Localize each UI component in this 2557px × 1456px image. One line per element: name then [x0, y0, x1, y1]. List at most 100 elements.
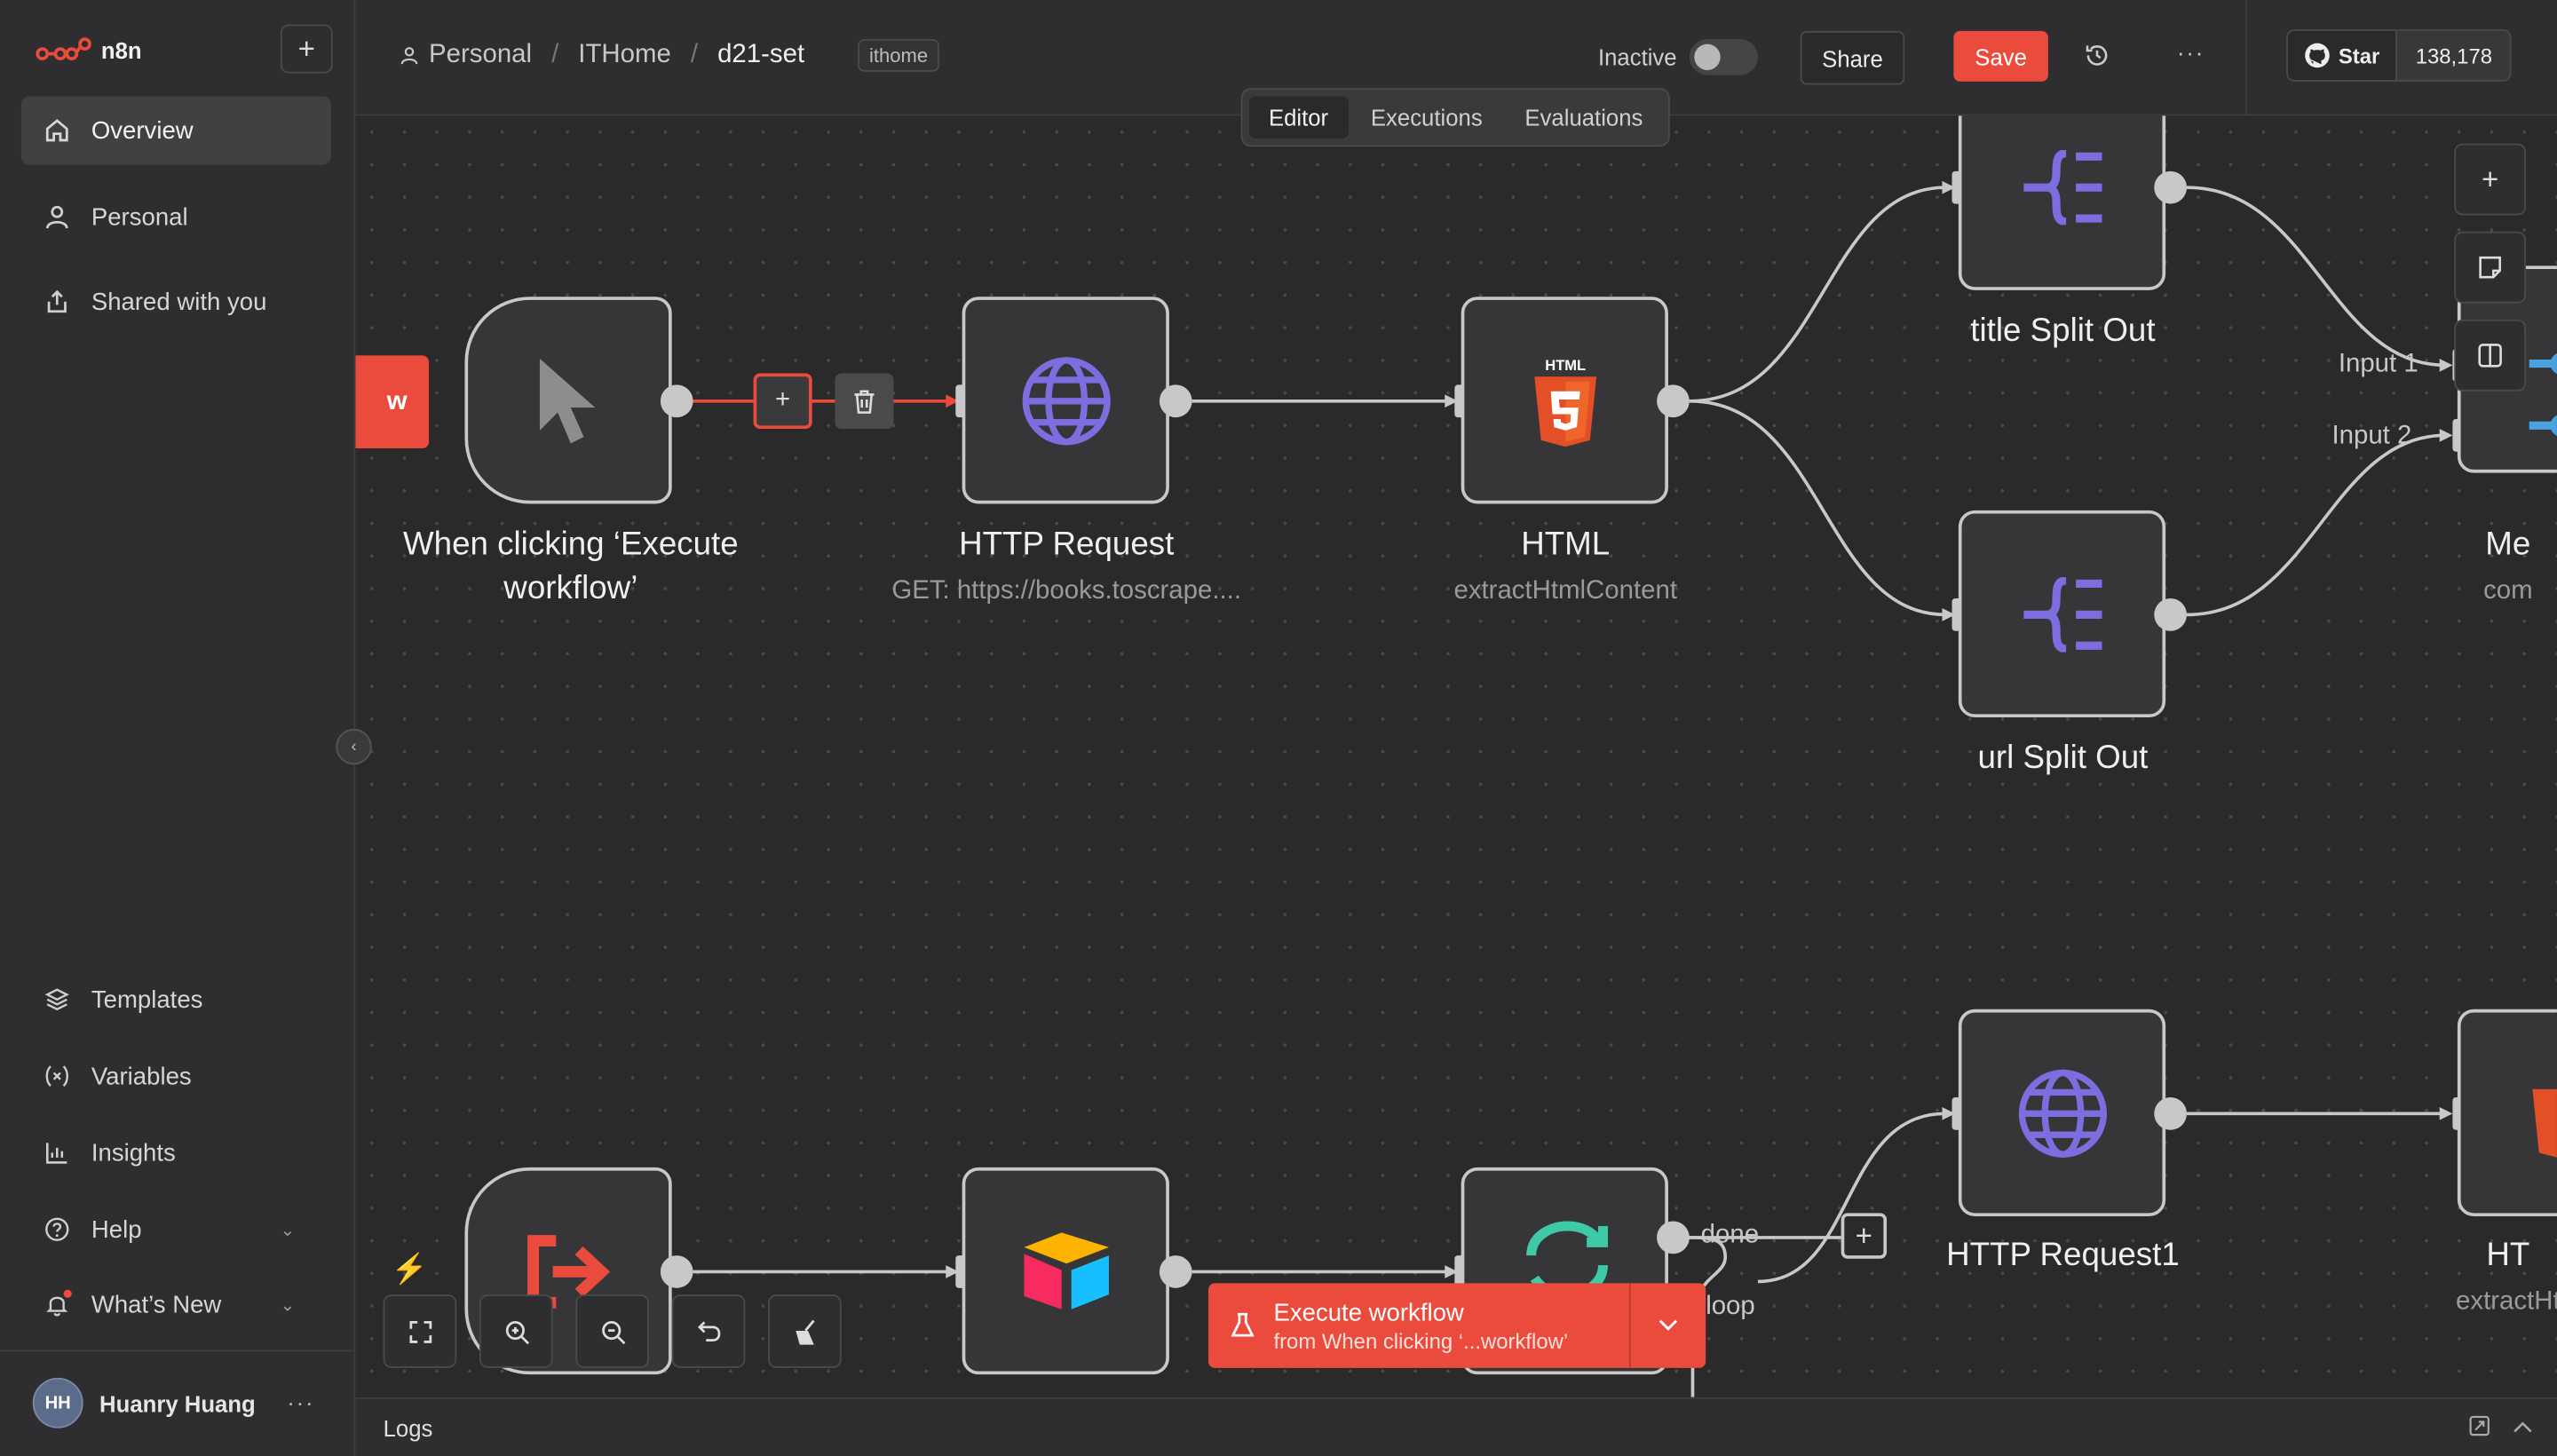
user-name: Huanry Huang	[99, 1389, 256, 1417]
add-node-button[interactable]: +	[2454, 143, 2527, 216]
connection-arrow	[1942, 608, 1956, 621]
output-port[interactable]	[1657, 384, 1690, 418]
output-port[interactable]	[1159, 1255, 1192, 1288]
node-airtable[interactable]	[962, 1167, 1169, 1375]
chevron-down-icon	[1658, 1319, 1678, 1331]
sidebar-item-help[interactable]: Help ⌄	[21, 1195, 331, 1263]
node-title: Me	[2485, 526, 2531, 563]
zoom-in-button[interactable]	[479, 1294, 553, 1368]
output-port[interactable]	[660, 1255, 693, 1288]
loop-loop-label: loop	[1706, 1293, 1755, 1321]
connection-arrow	[946, 394, 959, 408]
n8n-logo[interactable]: n8n	[36, 36, 142, 65]
chevron-up-icon[interactable]	[2513, 1415, 2532, 1441]
sidebar-item-insights[interactable]: Insights	[21, 1119, 331, 1187]
more-options-icon[interactable]: ···	[2176, 39, 2205, 66]
connection-html-urlsplit	[1689, 399, 1946, 617]
node-manual-trigger[interactable]	[464, 297, 672, 504]
node-title: HTML	[1521, 526, 1611, 563]
add-sticky-note-button[interactable]	[2454, 231, 2527, 304]
output-port[interactable]	[2154, 597, 2188, 631]
workflow-tag[interactable]: ithome	[858, 39, 939, 72]
merge-input-1-label: Input 1	[2338, 350, 2418, 379]
node-title-split-out[interactable]	[1958, 115, 2166, 290]
add-node-done-button[interactable]: +	[1841, 1213, 1888, 1259]
active-toggle[interactable]	[1689, 39, 1758, 75]
tidy-up-button[interactable]	[768, 1294, 842, 1368]
node-title: title Split Out	[1970, 313, 2156, 350]
create-button[interactable]: +	[280, 24, 333, 74]
output-port[interactable]	[1159, 384, 1192, 418]
user-menu[interactable]: HH Huanry Huang	[32, 1377, 256, 1428]
execute-workflow-main[interactable]: Execute workflow from When clicking ‘...…	[1208, 1283, 1631, 1368]
history-icon[interactable]	[2084, 43, 2110, 77]
connection-arrow	[1942, 180, 1956, 194]
node-http-request1[interactable]	[1958, 1009, 2166, 1217]
logs-title: Logs	[383, 1415, 433, 1442]
output-port[interactable]	[2154, 1096, 2188, 1130]
execute-options-dropdown[interactable]	[1631, 1319, 1706, 1333]
tab-executions[interactable]: Executions	[1370, 104, 1483, 131]
node-url-split-out[interactable]	[1958, 510, 2166, 718]
save-button[interactable]: Save	[1953, 30, 2048, 82]
execute-tab-partial[interactable]: w	[355, 355, 430, 449]
connection-arrow	[946, 1265, 959, 1278]
breadcrumb-separator: /	[690, 40, 699, 69]
user-more-icon[interactable]: ···	[287, 1389, 315, 1416]
pop-out-icon[interactable]	[2469, 1415, 2490, 1441]
logs-panel[interactable]: Logs	[355, 1397, 2557, 1456]
workflow-canvas[interactable]: w When clicking ‘Execute workflow’ + HTT…	[355, 115, 2557, 1397]
breadcrumb-personal[interactable]: Personal	[400, 41, 532, 70]
panel-icon	[2478, 344, 2502, 368]
connection-arrow	[2439, 359, 2453, 372]
output-port[interactable]	[2154, 170, 2188, 204]
tab-evaluations[interactable]: Evaluations	[1524, 104, 1643, 131]
collapse-sidebar-button[interactable]: ‹	[336, 728, 372, 765]
node-subtitle: extractHtmlContent	[1453, 577, 1677, 605]
output-port[interactable]	[660, 384, 693, 418]
user-icon	[44, 204, 70, 230]
merge-icon	[2529, 352, 2557, 436]
execute-title: Execute workflow	[1273, 1298, 1464, 1326]
node-html-2[interactable]	[2457, 1009, 2557, 1217]
sidebar-item-whats-new[interactable]: What’s New ⌄	[21, 1270, 331, 1339]
sidebar-item-templates[interactable]: Templates	[21, 965, 331, 1033]
zoom-out-button[interactable]	[575, 1294, 650, 1368]
globe-icon	[1021, 356, 1110, 445]
sidebar-item-shared[interactable]: Shared with you	[21, 267, 331, 336]
merge-input-2-label: Input 2	[2331, 422, 2412, 450]
execute-workflow-button[interactable]: Execute workflow from When clicking ‘...…	[1207, 1283, 1706, 1368]
sidebar-item-label: Insights	[91, 1138, 176, 1167]
output-port-done[interactable]	[1657, 1221, 1690, 1254]
sidebar-item-personal[interactable]: Personal	[21, 183, 331, 251]
undo-button[interactable]	[671, 1294, 746, 1368]
node-http-request[interactable]	[962, 297, 1169, 504]
share-icon	[44, 289, 70, 314]
workflow-name[interactable]: d21-set	[717, 40, 805, 69]
sidebar: n8n + Overview Personal Shared with you	[0, 0, 356, 1456]
user-icon	[400, 47, 418, 65]
node-html[interactable]: HTML	[1461, 297, 1668, 504]
globe-icon	[2017, 1068, 2107, 1157]
toggle-panel-button[interactable]	[2454, 319, 2527, 392]
split-out-icon	[2023, 149, 2102, 225]
delete-connection-button[interactable]	[835, 373, 894, 429]
sidebar-item-variables[interactable]: Variables	[21, 1042, 331, 1111]
github-star-widget[interactable]: Star 138,178	[2286, 29, 2513, 82]
logs-controls	[2469, 1415, 2533, 1441]
node-title: HTTP Request1	[1946, 1237, 2180, 1274]
breadcrumb-separator: /	[551, 40, 559, 69]
connection-arrow	[1445, 394, 1459, 408]
github-star-button[interactable]: Star	[2287, 30, 2396, 80]
add-node-on-edge-button[interactable]: +	[753, 373, 812, 429]
sidebar-item-overview[interactable]: Overview	[20, 96, 331, 165]
divider	[0, 1349, 354, 1352]
github-star-label: Star	[2338, 43, 2380, 68]
broom-icon	[795, 1318, 814, 1344]
share-button[interactable]: Share	[1800, 30, 1905, 85]
connection-arrow	[2439, 1106, 2453, 1120]
breadcrumb-project[interactable]: ITHome	[578, 40, 671, 69]
connection-loop-http1	[1757, 1112, 1946, 1284]
tab-editor[interactable]: Editor	[1248, 96, 1349, 139]
fit-view-button[interactable]	[383, 1294, 457, 1368]
